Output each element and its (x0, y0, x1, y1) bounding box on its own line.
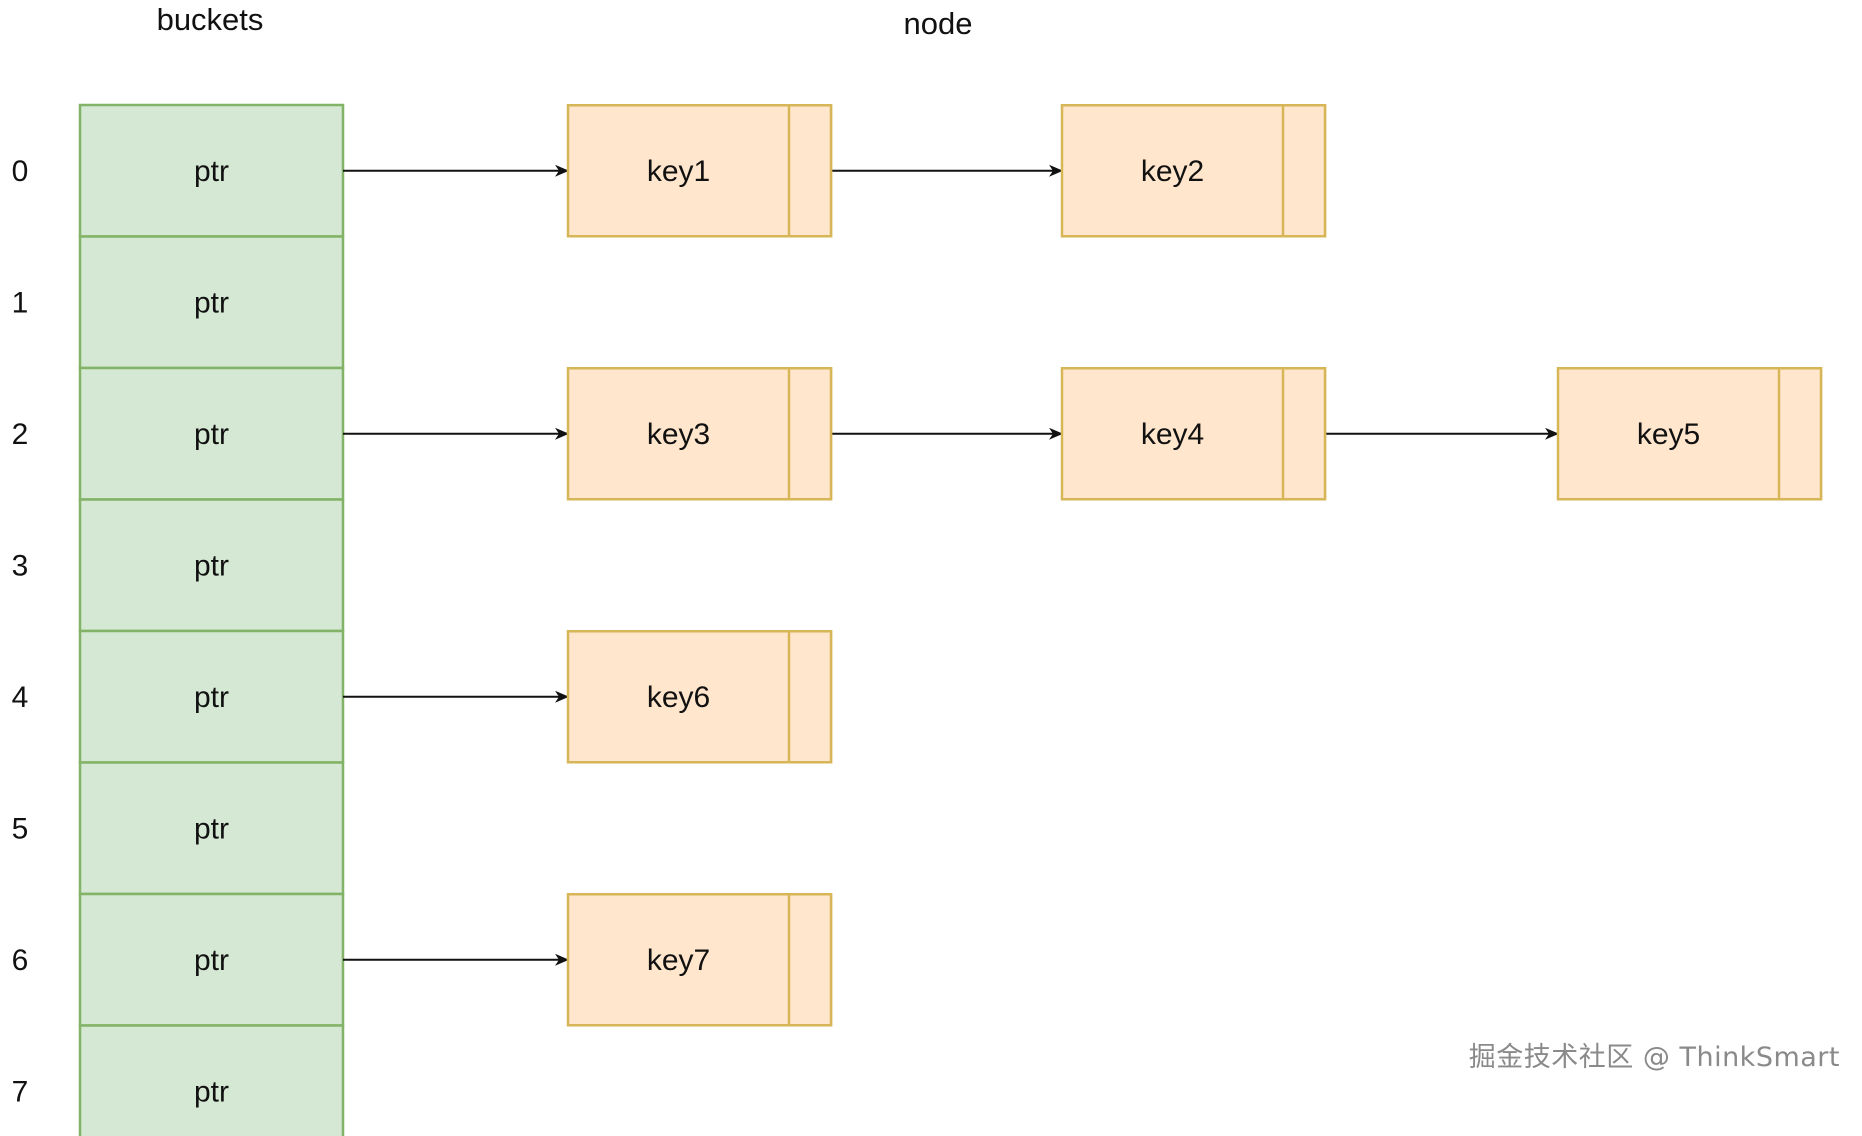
bucket-index: 2 (12, 418, 29, 451)
bucket-index: 6 (12, 944, 29, 977)
node-key-label: key4 (1141, 418, 1204, 451)
buckets-header: buckets (157, 2, 264, 37)
bucket-index: 1 (12, 286, 29, 319)
node-next-pointer-cell (1281, 367, 1327, 501)
node-next-pointer-cell (1777, 367, 1823, 501)
bucket-cell: ptr (78, 629, 345, 764)
bucket-cell: ptr (78, 892, 345, 1027)
bucket-cell: ptr (78, 235, 345, 370)
node-key-cell (1060, 104, 1327, 238)
node-key-cell (566, 893, 833, 1027)
node-key-label: key6 (647, 681, 710, 714)
bucket-rect (78, 235, 345, 370)
node-key-cell (566, 630, 833, 764)
node-key-cell (1060, 367, 1327, 501)
node-key-label: key7 (647, 944, 710, 977)
bucket-cell: ptr (78, 761, 345, 896)
bucket-label: ptr (194, 418, 229, 451)
node-next-pointer-cell (787, 630, 833, 764)
bucket-label: ptr (194, 681, 229, 714)
bucket-label: ptr (194, 549, 229, 582)
bucket-label: ptr (194, 812, 229, 845)
node-next-pointer-cell (787, 367, 833, 501)
bucket-index: 7 (12, 1075, 29, 1108)
node-key-label: key3 (647, 418, 710, 451)
node-next-pointer-cell (787, 104, 833, 238)
node-next-pointer-cell (1281, 104, 1327, 238)
list-node: key6 (566, 630, 833, 764)
node-key-label: key2 (1141, 155, 1204, 188)
bucket-label: ptr (194, 286, 229, 319)
node-key-cell (566, 367, 833, 501)
bucket-cell: ptr (78, 1024, 345, 1136)
list-node: key4 (1060, 367, 1327, 501)
node-key-cell (1556, 367, 1823, 501)
list-node: key1 (566, 104, 833, 238)
nodes-layer: key1 key2 key3 key4 key5 key6 key7 (566, 104, 1823, 1027)
bucket-index: 0 (12, 155, 29, 188)
buckets-column: ptr 0 ptr 1 ptr 2 ptr 3 ptr 4 ptr 5 ptr 6 ptr 7 (12, 103, 345, 1136)
list-node: key3 (566, 367, 833, 501)
bucket-index: 5 (12, 812, 29, 845)
bucket-cell: ptr (78, 366, 345, 501)
node-key-label: key5 (1637, 418, 1700, 451)
node-header: node (904, 6, 973, 41)
arrows-layer (343, 164, 1559, 966)
bucket-index: 3 (12, 549, 29, 582)
bucket-rect (78, 1024, 345, 1136)
list-node: key2 (1060, 104, 1327, 238)
list-node: key5 (1556, 367, 1823, 501)
list-node: key7 (566, 893, 833, 1027)
bucket-rect (78, 103, 345, 238)
node-next-pointer-cell (787, 893, 833, 1027)
bucket-index: 4 (12, 681, 29, 714)
node-key-label: key1 (647, 155, 710, 188)
bucket-rect (78, 366, 345, 501)
bucket-rect (78, 498, 345, 633)
watermark: 掘金技术社区 @ ThinkSmart (1468, 1042, 1840, 1073)
bucket-cell: ptr (78, 498, 345, 633)
bucket-cell: ptr (78, 103, 345, 238)
bucket-label: ptr (194, 944, 229, 977)
bucket-label: ptr (194, 1075, 229, 1108)
bucket-rect (78, 761, 345, 896)
bucket-label: ptr (194, 155, 229, 188)
